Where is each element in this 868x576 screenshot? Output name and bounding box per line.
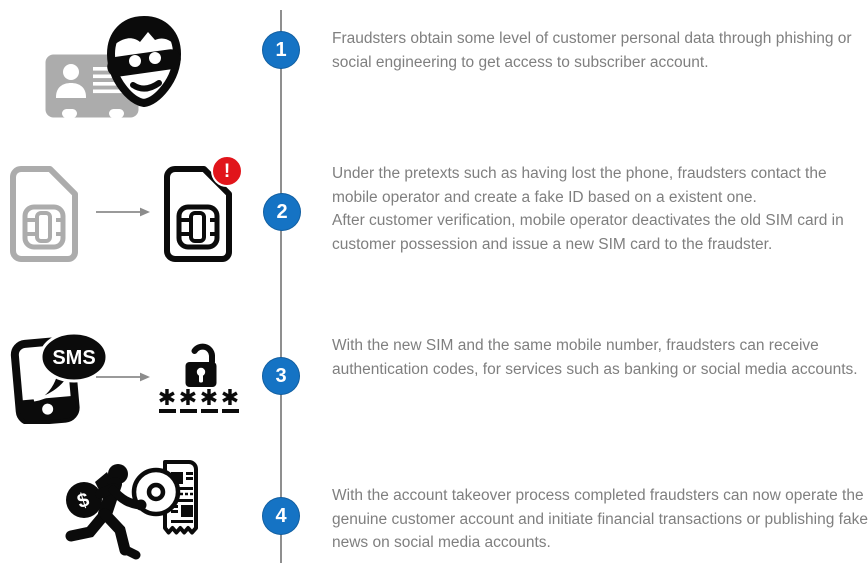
newspaper-roll-icon [131,460,198,535]
step-3-description: With the new SIM and the same mobile num… [332,337,858,378]
step-4-description: With the account takeover process comple… [332,487,868,551]
asterisk-icon: ✱ [199,386,219,411]
password-char: ✱ [199,386,219,413]
step-1-number: 1 [275,38,287,61]
step-1-description: Fraudsters obtain some level of customer… [332,30,852,71]
sms-label: SMS [52,347,95,369]
step-3-number: 3 [275,364,287,387]
step-1-number-badge: 1 [262,31,300,69]
password-underline [221,409,239,413]
thief-mask-icon [106,15,182,108]
running-thief-money-bag-icon: $ [65,460,198,560]
alert-mark: ! [223,160,231,182]
step-4-number: 4 [275,504,287,527]
password-underline [179,409,197,413]
arrow-right-icon [96,372,150,382]
new-sim-card-icon [164,166,232,262]
unlocked-padlock-icon [185,343,217,387]
step-2-number-badge: 2 [263,193,301,231]
step-2-number: 2 [276,200,288,223]
old-sim-card-icon [10,166,78,262]
step-4-number-badge: 4 [262,497,300,535]
step-2-description: Under the pretexts such as having lost t… [332,165,844,253]
asterisk-icon: ✱ [178,386,198,411]
password-underline [200,409,218,413]
password-underline [158,409,176,413]
password-char: ✱ [178,386,198,413]
alert-badge-icon: ! [211,155,243,187]
password-char: ✱ [220,386,240,413]
step-3-number-badge: 3 [262,357,300,395]
password-asterisks: ✱ ✱ ✱ ✱ [157,386,240,413]
asterisk-icon: ✱ [157,386,177,411]
asterisk-icon: ✱ [220,386,240,411]
arrow-right-icon [96,207,150,217]
sms-phone-icon: SMS [10,331,109,424]
password-char: ✱ [157,386,177,413]
timeline-line [280,10,282,563]
